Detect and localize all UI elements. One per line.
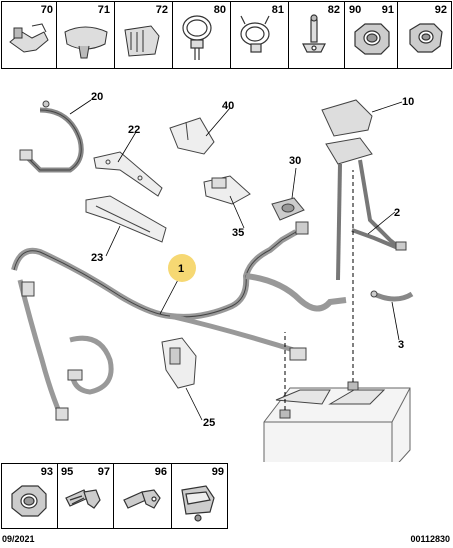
callout-23: 23 xyxy=(91,252,103,264)
part-label-93: 93 xyxy=(40,466,53,478)
part-cell-95-97[interactable]: 95 97 xyxy=(58,464,114,528)
callout-10: 10 xyxy=(402,96,414,108)
part-label-91: 91 xyxy=(381,4,394,16)
nut-icon xyxy=(354,23,390,55)
callout-25: 25 xyxy=(203,417,215,429)
bracket-35[interactable] xyxy=(203,175,251,205)
part-label-82: 82 xyxy=(327,4,340,16)
bracket-25[interactable] xyxy=(161,337,197,389)
bracket-23[interactable] xyxy=(85,195,167,243)
stud-icon xyxy=(302,14,326,53)
callout-30: 30 xyxy=(289,155,301,167)
clip-icon xyxy=(124,25,160,57)
lead-2[interactable] xyxy=(351,228,407,251)
part-cell-70[interactable]: 70 xyxy=(2,2,57,68)
footer-reference: 00112830 xyxy=(410,534,450,544)
nut-icon xyxy=(409,23,443,53)
connector-icon xyxy=(181,485,215,522)
part-label-92: 92 xyxy=(434,4,447,16)
bolt-icon xyxy=(65,489,101,509)
part-label-81: 81 xyxy=(271,4,284,16)
part-cell-80[interactable]: 80 xyxy=(173,2,231,68)
parts-strip-bottom: 93 95 97 96 9 xyxy=(1,463,228,529)
callout-40: 40 xyxy=(222,100,234,112)
part-label-72: 72 xyxy=(155,4,168,16)
footer-date: 09/2021 xyxy=(2,534,35,544)
lead-3[interactable] xyxy=(370,290,414,302)
harness-20[interactable] xyxy=(19,100,84,173)
part-label-99: 99 xyxy=(211,466,224,478)
part-label-90: 90 xyxy=(349,4,362,16)
harness-lower-left[interactable] xyxy=(67,335,114,395)
part-label-95: 95 xyxy=(61,466,74,478)
callout-1-badge: 1 xyxy=(168,254,196,282)
part-cell-99[interactable]: 99 xyxy=(172,464,228,528)
clip-icon xyxy=(9,23,49,53)
part-cell-93[interactable]: 93 xyxy=(2,464,58,528)
part-label-80: 80 xyxy=(213,4,226,16)
cable-tie-icon xyxy=(182,15,212,60)
parts-strip-top: 70 71 72 80 xyxy=(1,1,452,69)
part-label-97: 97 xyxy=(97,466,110,478)
part-label-71: 71 xyxy=(97,4,110,16)
callout-1: 1 xyxy=(178,263,184,275)
callout-3: 3 xyxy=(398,339,404,351)
battery[interactable] xyxy=(263,381,411,462)
clip-icon xyxy=(64,26,108,59)
bracket-22[interactable] xyxy=(93,151,163,197)
callout-22: 22 xyxy=(128,124,140,136)
callout-2: 2 xyxy=(394,207,400,219)
part-cell-72[interactable]: 72 xyxy=(115,2,173,68)
callout-20: 20 xyxy=(91,91,103,103)
nut-icon xyxy=(11,485,47,517)
fuse-box-10[interactable] xyxy=(321,99,402,281)
callout-35: 35 xyxy=(232,227,244,239)
part-cell-90-91[interactable]: 90 91 xyxy=(345,2,398,68)
bracket-40[interactable] xyxy=(169,117,215,155)
part-label-70: 70 xyxy=(40,4,53,16)
cable-tie-icon xyxy=(240,15,270,53)
part-cell-71[interactable]: 71 xyxy=(57,2,115,68)
main-harness-1[interactable] xyxy=(11,221,347,421)
wiring-diagram: 20 22 23 40 30 35 10 2 3 25 1 xyxy=(11,91,414,462)
part-label-96: 96 xyxy=(154,466,167,478)
part-cell-81[interactable]: 81 xyxy=(231,2,289,68)
part-cell-92[interactable]: 92 xyxy=(398,2,451,68)
part-cell-96[interactable]: 96 xyxy=(114,464,172,528)
part-cell-82[interactable]: 82 xyxy=(289,2,345,68)
terminal-cap-30[interactable] xyxy=(271,197,305,221)
bolt-icon xyxy=(123,489,161,509)
